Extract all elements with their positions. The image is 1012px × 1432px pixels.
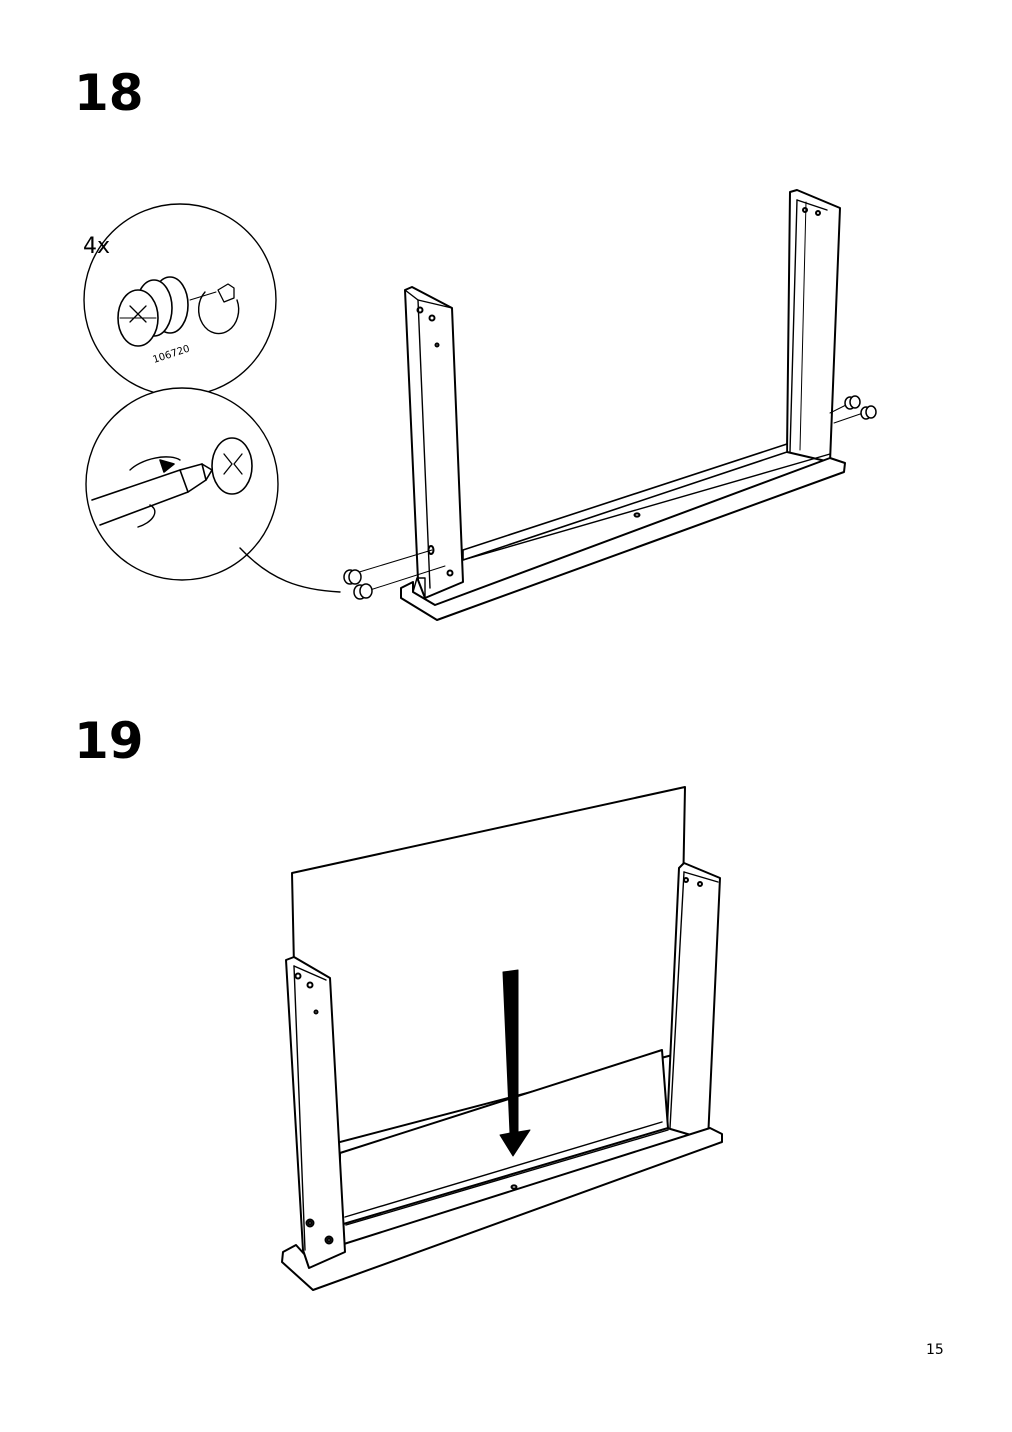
cam-lock-detail-callout: 4x 106720 bbox=[83, 203, 277, 397]
step-18-number: 18 bbox=[74, 64, 144, 122]
down-arrow-icon bbox=[499, 969, 531, 1157]
frame-assembly bbox=[281, 862, 723, 1291]
back-panel bbox=[291, 786, 686, 1154]
screwdriver-icon bbox=[91, 456, 213, 528]
frame-assembly bbox=[400, 189, 846, 621]
screwdriver-detail-callout bbox=[85, 387, 341, 593]
cam-lock-fitting-icon bbox=[117, 276, 189, 347]
step-19-number: 19 bbox=[74, 712, 144, 770]
step-18-illustration: 4x 106720 bbox=[83, 189, 877, 621]
page-number: 15 bbox=[926, 1342, 944, 1358]
cam-lock-fittings bbox=[343, 395, 877, 600]
quantity-label: 4x bbox=[83, 234, 110, 259]
cam-lock-head-icon bbox=[211, 437, 253, 495]
